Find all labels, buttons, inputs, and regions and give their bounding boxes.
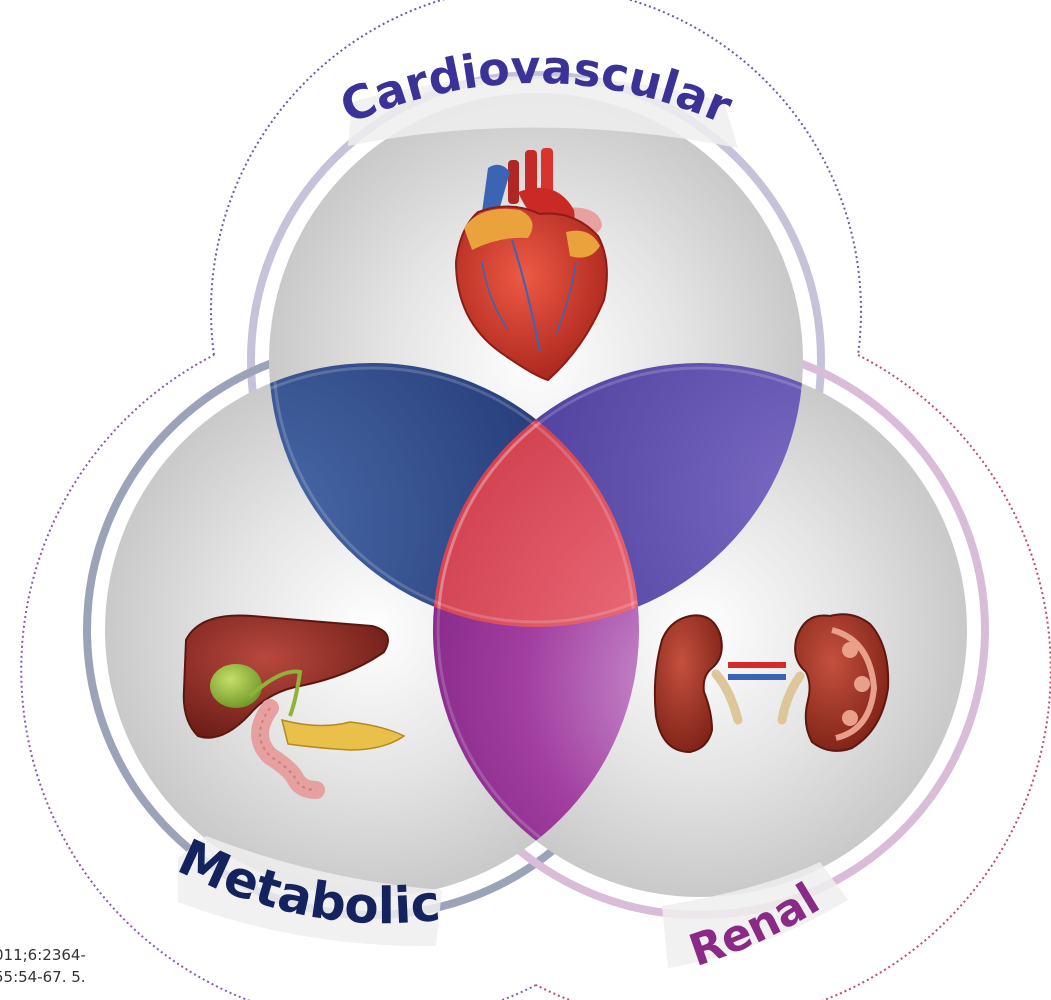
reference-line-1: 011;6:2364- <box>0 946 86 964</box>
reference-line-2: 55:54-67. 5. <box>0 968 86 986</box>
